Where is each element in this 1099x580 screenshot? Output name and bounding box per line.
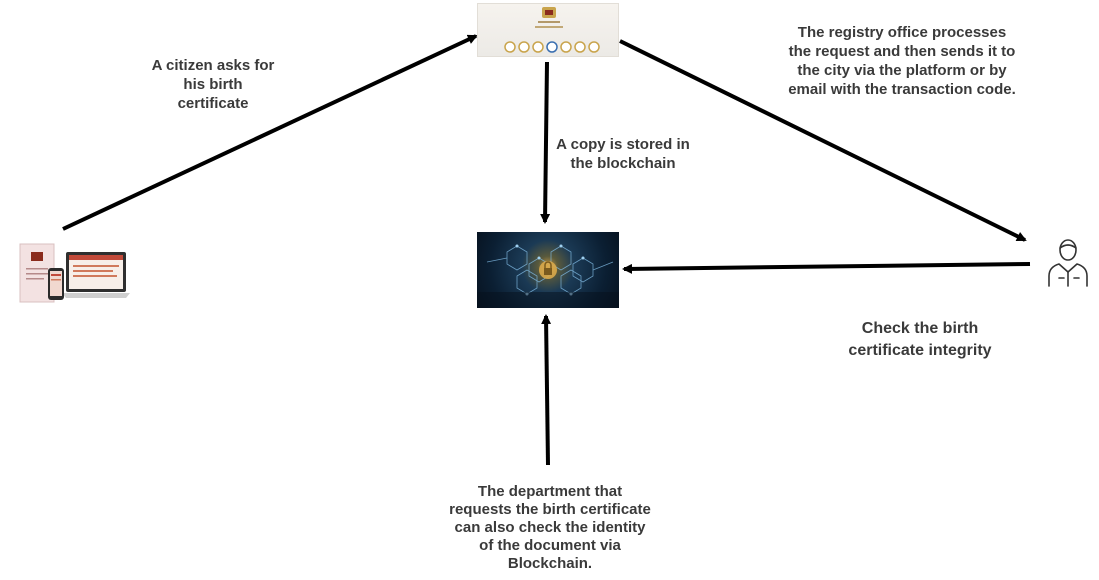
blockchain-copy-label: A copy is stored in the blockchain xyxy=(556,136,690,172)
citizen-devices-icon xyxy=(18,238,130,314)
arrow-agent-to-blockchain xyxy=(622,262,1031,274)
agent-person-icon xyxy=(1041,236,1095,288)
arrow-registry-to-agent xyxy=(619,39,1027,242)
citizen-request-label: A citizen asks for his birth certificate xyxy=(151,57,275,112)
arrow-citizen-to-registry xyxy=(62,34,478,231)
arrow-registry-to-blockchain xyxy=(540,61,551,224)
blockchain-icon xyxy=(477,232,619,308)
registry-platform-icon xyxy=(477,3,619,57)
department-check-label: The department that requests the birth c… xyxy=(449,483,651,572)
arrow-department-to-blockchain xyxy=(541,314,552,466)
integrity-check-label: Check the birth certificate integrity xyxy=(848,320,992,359)
registry-process-label: The registry office processes the reques… xyxy=(788,24,1016,98)
